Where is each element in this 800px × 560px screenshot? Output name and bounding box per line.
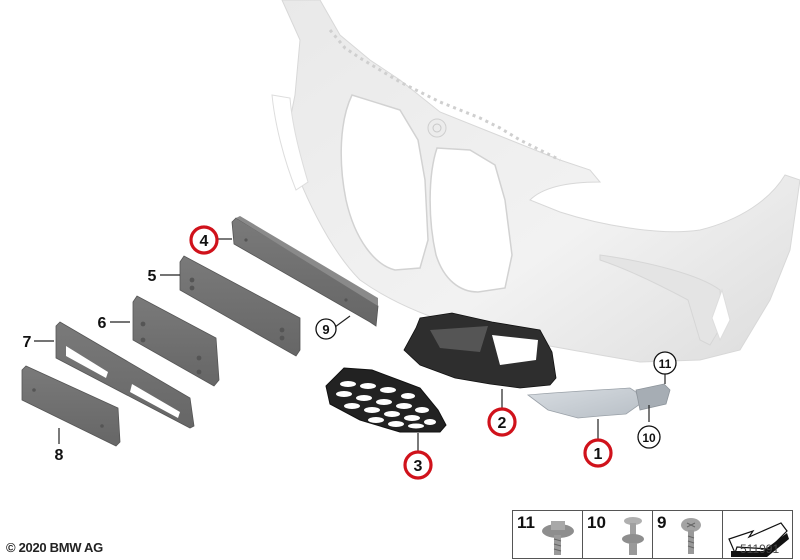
- diagram-number: 511991: [740, 542, 780, 556]
- direction-arrow-icon: [728, 522, 789, 557]
- fastener-legend: 11 10 9: [512, 510, 793, 559]
- callout-2[interactable]: 2: [487, 407, 517, 437]
- svg-text:11: 11: [659, 357, 672, 371]
- front-bumper: [271, 0, 800, 363]
- svg-text:8: 8: [55, 447, 64, 464]
- callout-4[interactable]: 4: [189, 225, 219, 255]
- svg-text:7: 7: [23, 334, 32, 351]
- legend-item-direction: [723, 511, 792, 558]
- leader-lines: [34, 238, 666, 452]
- legend-item-10[interactable]: 10: [583, 511, 653, 558]
- svg-text:10: 10: [642, 431, 656, 445]
- collar-screw-icon: [542, 521, 574, 555]
- svg-text:5: 5: [148, 268, 157, 285]
- callout-11[interactable]: 11: [653, 351, 677, 375]
- copyright: © 2020 BMW AG: [6, 540, 103, 555]
- svg-text:6: 6: [98, 315, 107, 332]
- callout-5[interactable]: 5: [148, 268, 157, 285]
- callout-8[interactable]: 8: [55, 447, 64, 464]
- svg-text:3: 3: [414, 458, 423, 475]
- part-3-grille[interactable]: [325, 367, 447, 433]
- expanding-rivet-icon: [622, 517, 644, 555]
- callout-10[interactable]: 10: [637, 425, 661, 449]
- legend-label: 9: [657, 513, 667, 532]
- part-4-plate[interactable]: [231, 216, 379, 327]
- callout-3[interactable]: 3: [403, 450, 433, 480]
- callout-1[interactable]: 1: [583, 438, 613, 468]
- part-1-side-trim[interactable]: [526, 383, 671, 419]
- part-8-plate[interactable]: [21, 365, 121, 447]
- callout-7[interactable]: 7: [23, 334, 32, 351]
- svg-text:4: 4: [200, 233, 209, 250]
- part-2-air-duct[interactable]: [403, 312, 557, 389]
- screw-icon: [681, 518, 701, 554]
- part-6-plate[interactable]: [132, 295, 220, 387]
- callout-6[interactable]: 6: [98, 315, 107, 332]
- part-7-plate[interactable]: [55, 321, 195, 429]
- legend-item-9[interactable]: 9: [653, 511, 723, 558]
- svg-text:1: 1: [594, 446, 603, 463]
- legend-label: 11: [517, 513, 535, 532]
- callout-9[interactable]: 9: [315, 318, 337, 340]
- svg-text:2: 2: [498, 415, 507, 432]
- part-5-plate[interactable]: [179, 255, 301, 357]
- svg-text:9: 9: [322, 322, 329, 337]
- legend-item-11[interactable]: 11: [513, 511, 583, 558]
- legend-label: 10: [587, 513, 606, 532]
